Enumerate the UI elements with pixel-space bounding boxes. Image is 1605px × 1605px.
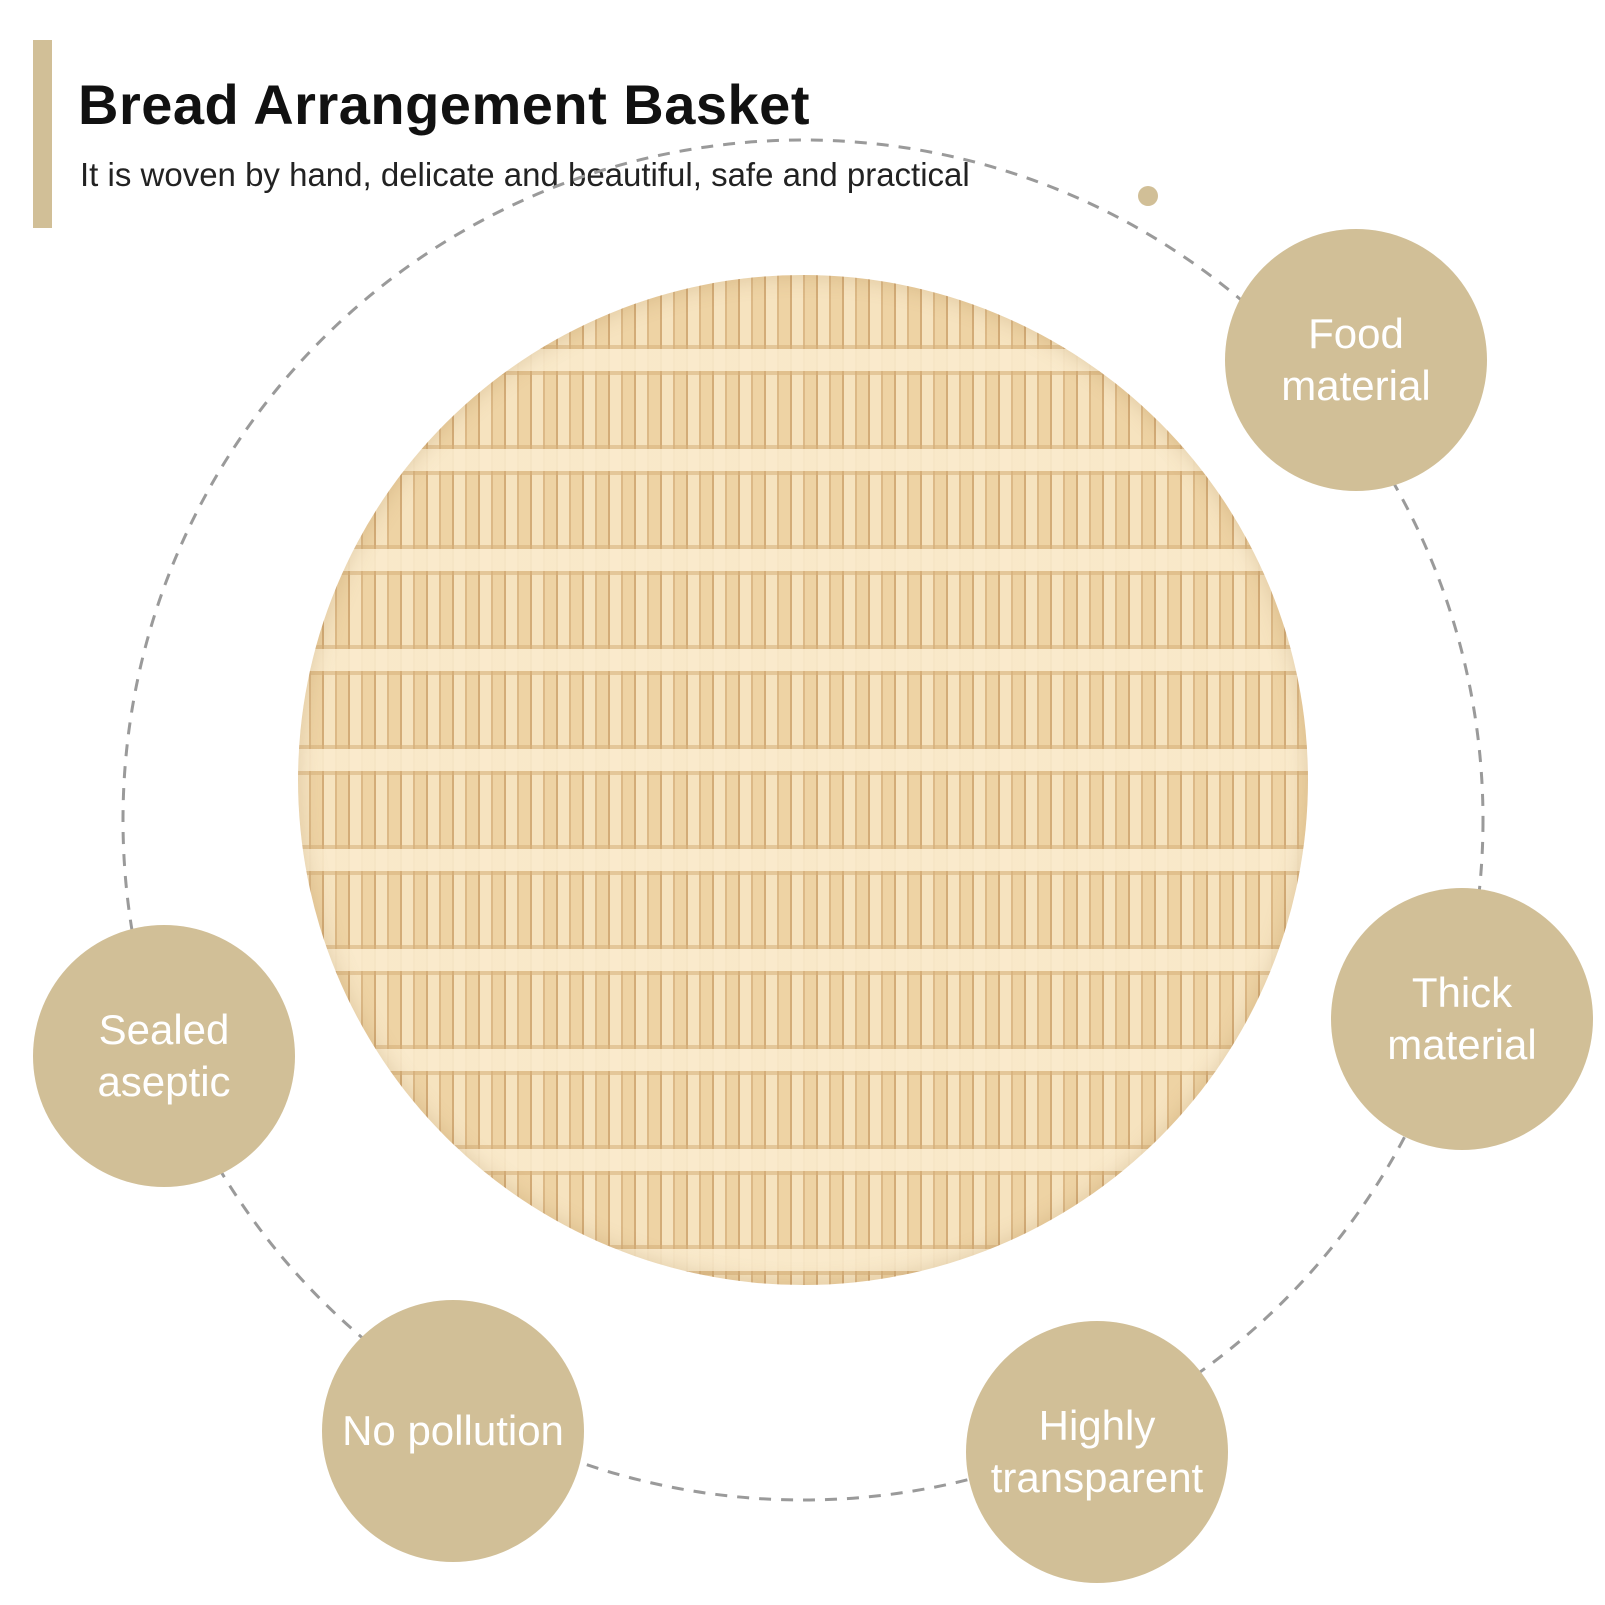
feature-label: No pollution [342, 1407, 564, 1454]
ring-start-dot [1138, 186, 1158, 206]
feature-label: Thick material [1387, 969, 1537, 1068]
woven-bamboo-mat-image [298, 275, 1308, 1285]
title-accent-bar [33, 40, 52, 228]
feature-badge-thick-material: Thick material [1331, 888, 1593, 1150]
page-subtitle: It is woven by hand, delicate and beauti… [80, 156, 970, 193]
feature-label: Food material [1281, 310, 1431, 409]
page-title: Bread Arrangement Basket [78, 73, 810, 136]
feature-label: Sealed aseptic [97, 1006, 231, 1105]
feature-badge-sealed-aseptic: Sealed aseptic [33, 925, 295, 1187]
dashed-ring-circle [121, 138, 1485, 1502]
feature-badge-no-pollution: No pollution [322, 1300, 584, 1562]
feature-label: Highly transparent [990, 1402, 1204, 1501]
feature-badge-highly-transparent: Highly transparent [966, 1321, 1228, 1583]
feature-badge-food-material: Food material [1225, 229, 1487, 491]
